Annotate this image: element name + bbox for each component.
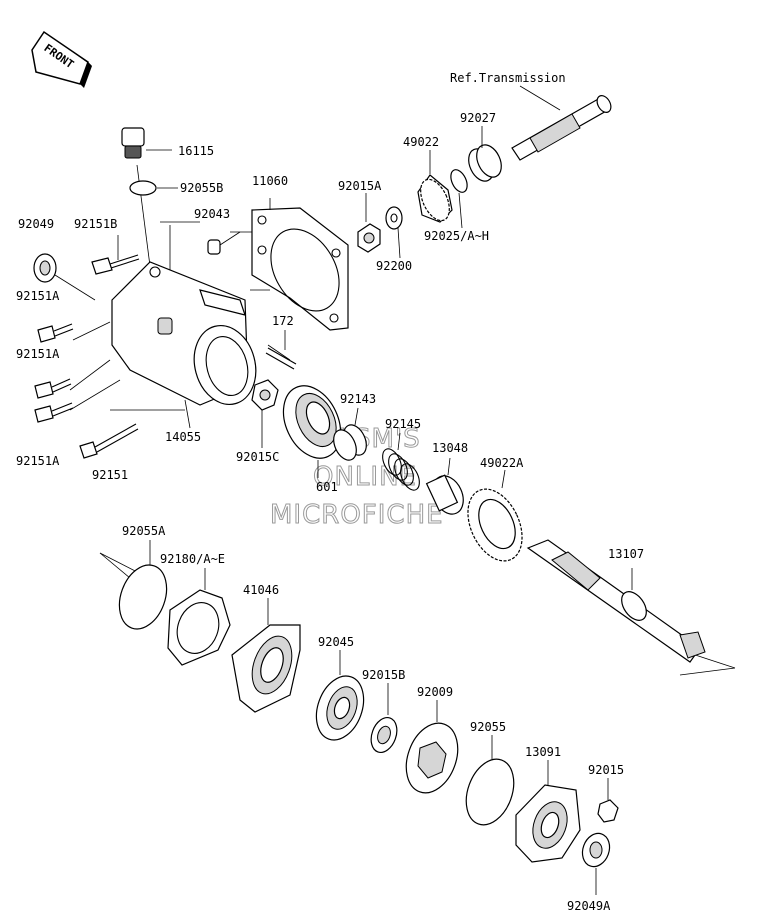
part-92055b-oring <box>129 180 157 196</box>
part-92151a-bolt-3 <box>34 402 74 423</box>
front-arrow-badge: FRONT <box>31 30 92 88</box>
label-92015c: 92015C <box>236 450 279 464</box>
part-92015b-nut <box>370 683 398 754</box>
part-92015a-nut <box>357 193 381 253</box>
part-16115-plug <box>121 127 172 159</box>
part-11060-gasket <box>251 198 349 331</box>
label-172: 172 <box>272 314 294 328</box>
label-92045: 92045 <box>318 635 354 649</box>
part-49022-bevel-gear <box>417 150 453 223</box>
part-601-bearing <box>282 385 342 478</box>
part-92180-gasket <box>167 568 231 666</box>
label-41046: 41046 <box>243 583 279 597</box>
part-14055-case <box>111 261 257 429</box>
label-92180: 92180/A~E <box>160 552 225 566</box>
watermark-line-3: MICROFICHE <box>270 500 444 530</box>
label-16115: 16115 <box>178 144 214 158</box>
part-92151a-bolt-1 <box>37 323 74 343</box>
part-172-stud <box>265 330 297 370</box>
watermark-line-2: ONLINE <box>313 462 417 492</box>
part-92043-pin <box>207 239 221 255</box>
part-92055-oring <box>465 758 515 826</box>
part-41046-housing <box>231 598 301 713</box>
part-92049a-seal <box>581 832 611 895</box>
part-transmission-shaft <box>511 85 612 161</box>
part-92025-shim <box>450 169 468 229</box>
part-92027-ring <box>468 126 502 182</box>
label-49022: 49022 <box>403 135 439 149</box>
label-92043: 92043 <box>194 207 230 221</box>
label-92151b: 92151B <box>74 217 117 231</box>
label-92145: 92145 <box>385 417 421 431</box>
label-601: 601 <box>316 480 338 494</box>
label-92151a-3: 92151A <box>16 454 60 468</box>
part-92045-bearing <box>315 650 365 741</box>
label-14055: 14055 <box>165 430 201 444</box>
label-11060: 11060 <box>252 174 288 188</box>
label-13107: 13107 <box>608 547 644 561</box>
part-92200-washer <box>385 206 403 259</box>
part-92015c-nut <box>251 379 279 448</box>
part-92009-plate <box>405 700 459 794</box>
part-92049-seal <box>33 253 57 283</box>
label-92025: 92025/A~H <box>424 229 489 243</box>
part-92151b-bolt <box>91 235 140 275</box>
part-92145-spring <box>382 432 420 491</box>
part-92151a-bolt-2 <box>34 378 72 399</box>
label-92049: 92049 <box>18 217 54 231</box>
part-92151-long-bolt <box>79 423 139 459</box>
label-92027: 92027 <box>460 111 496 125</box>
label-92055b: 92055B <box>180 181 223 195</box>
part-13091-cover <box>515 760 581 863</box>
part-13048-hub <box>425 457 464 515</box>
label-92015: 92015 <box>588 763 624 777</box>
label-92009: 92009 <box>417 685 453 699</box>
label-13091: 13091 <box>525 745 561 759</box>
label-92200: 92200 <box>376 259 412 273</box>
part-labels: Ref.Transmission 16115 92055B 11060 9204… <box>16 71 644 913</box>
label-49022a: 49022A <box>480 456 524 470</box>
label-13048: 13048 <box>432 441 468 455</box>
label-92055a: 92055A <box>122 524 166 538</box>
label-92055: 92055 <box>470 720 506 734</box>
label-ref-transmission: Ref.Transmission <box>450 71 566 85</box>
label-92151a-1: 92151A <box>16 289 60 303</box>
part-92015-nut <box>597 778 619 823</box>
label-92143: 92143 <box>340 392 376 406</box>
label-92151: 92151 <box>92 468 128 482</box>
label-92015a: 92015A <box>338 179 382 193</box>
part-92055a-oring <box>118 564 168 630</box>
label-92151a-2: 92151A <box>16 347 60 361</box>
part-13107-output-shaft <box>526 539 706 663</box>
label-92015b: 92015B <box>362 668 405 682</box>
part-49022a-gear <box>467 469 523 562</box>
part-92143-collar <box>333 407 367 461</box>
label-92049a: 92049A <box>567 899 611 913</box>
